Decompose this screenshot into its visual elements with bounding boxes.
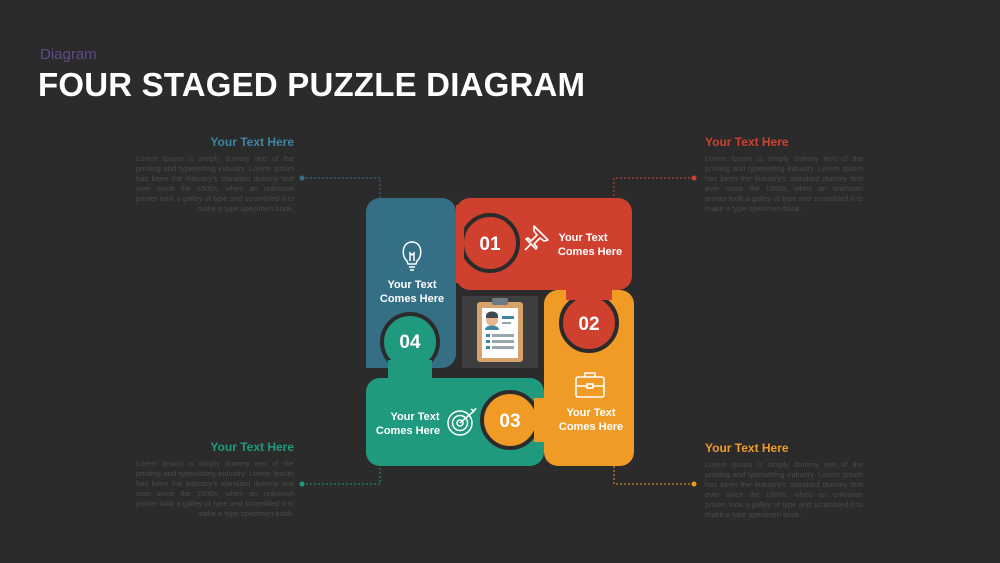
connector-dot-1 (299, 175, 305, 181)
connector-dot-3 (299, 481, 305, 487)
piece-1-label-line2: Comes Here (558, 246, 622, 258)
connector-1 (302, 177, 381, 198)
connector-lines (299, 175, 697, 487)
piece-1-label-line1: Your Text (558, 232, 607, 244)
text-block-1: Your Text Here Lorem Ipsum is simply dum… (136, 135, 294, 214)
text-block-3: Your Text Here Lorem Ipsum is simply dum… (136, 440, 294, 519)
text-block-body: Lorem Ipsum is simply dummy text of the … (136, 459, 294, 518)
stage-number-4: 04 (399, 332, 421, 353)
connector-dot-2 (691, 175, 697, 181)
piece-4-label-line1: Your Text (387, 279, 436, 291)
stage-number-3: 03 (499, 411, 520, 432)
piece-2-label-line2: Comes Here (559, 421, 623, 433)
text-block-title: Your Text Here (210, 135, 294, 149)
piece-4-label-line2: Comes Here (380, 293, 444, 305)
briefcase-icon (575, 372, 605, 398)
pushpin-icon (524, 225, 549, 251)
subtitle: Diagram (40, 46, 97, 63)
target-icon (447, 407, 477, 436)
lightbulb-icon (402, 241, 422, 271)
piece-2-label-line1: Your Text (566, 407, 615, 419)
puzzle-piece-2 (544, 286, 634, 466)
text-block-2: Your Text Here Lorem Ipsum is simply dum… (705, 135, 863, 214)
stage-number-1: 01 (479, 234, 501, 255)
connector-3 (302, 462, 381, 485)
text-block-4: Your Text Here Lorem Ipsum is simply dum… (705, 441, 863, 520)
text-block-body: Lorem Ipsum is simply dummy text of the … (705, 154, 863, 213)
piece-3-label-line2: Comes Here (376, 425, 440, 437)
page-title: FOUR STAGED PUZZLE DIAGRAM (38, 66, 586, 103)
puzzle-piece-3 (366, 312, 546, 466)
text-block-title: Your Text Here (210, 440, 294, 454)
connector-4 (613, 462, 694, 485)
text-block-body: Lorem Ipsum is simply dummy text of the … (705, 460, 863, 519)
puzzle-piece-1 (456, 198, 632, 290)
resume-clipboard-icon (477, 298, 523, 362)
text-block-title: Your Text Here (705, 135, 789, 149)
text-block-body: Lorem Ipsum is simply dummy text of the … (136, 154, 294, 213)
connector-dot-4 (691, 481, 697, 487)
stage-number-2: 02 (578, 314, 599, 335)
connector-2 (613, 177, 694, 198)
piece-3-label-line1: Your Text (390, 411, 439, 423)
text-block-title: Your Text Here (705, 441, 789, 455)
